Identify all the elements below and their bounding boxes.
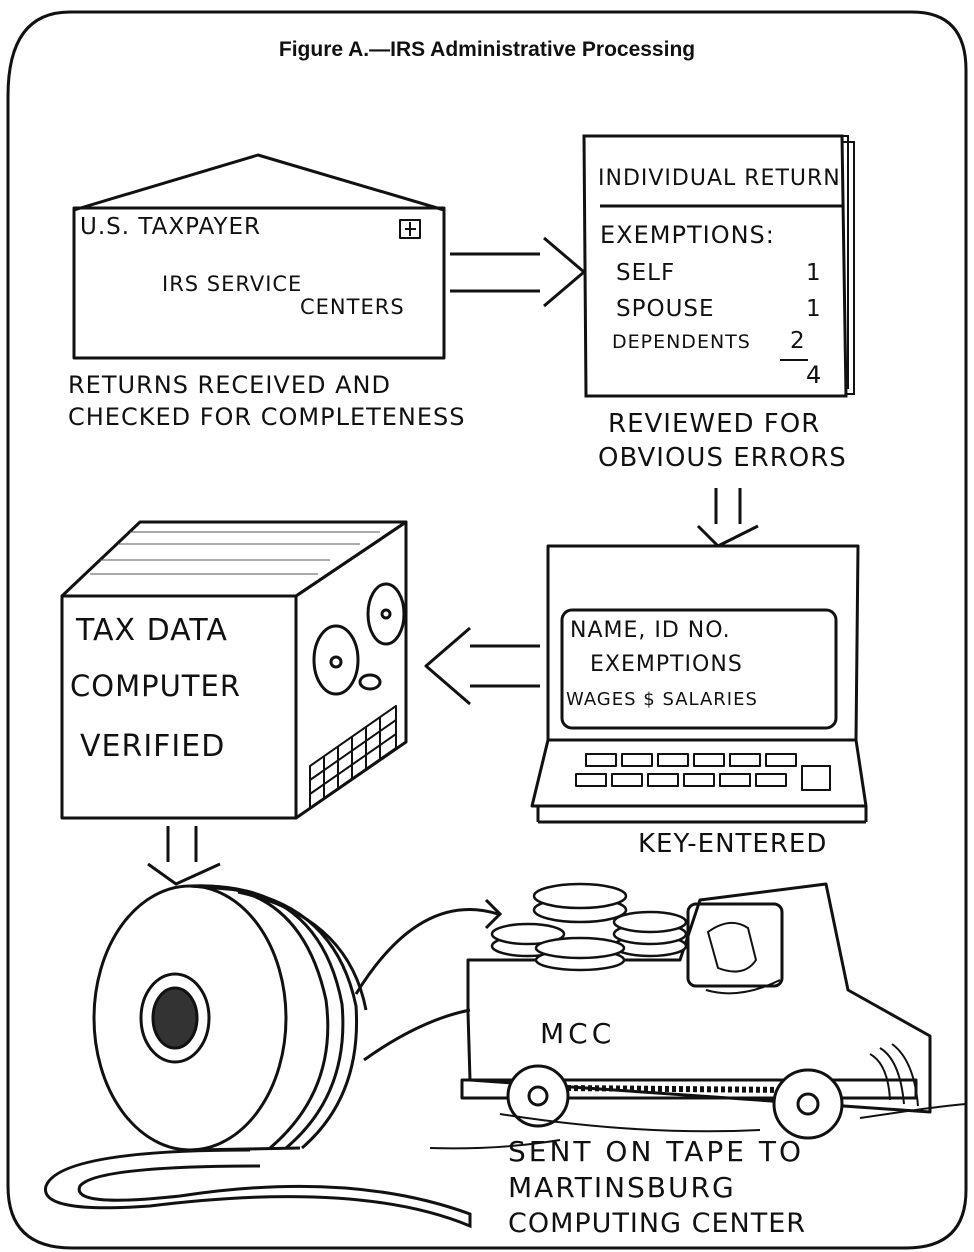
terminal-line3: WAGES $ SALARIES [566, 690, 758, 711]
truck-label: MCC [540, 1018, 615, 1050]
computer-line2: COMPUTER [70, 670, 241, 703]
caption-received-line2: CHECKED FOR COMPLETENESS [68, 404, 466, 432]
arrow-form-to-terminal [698, 488, 758, 546]
envelope-drawing [74, 155, 444, 358]
envelope-recipient-line2: CENTERS [300, 295, 405, 319]
caption-received-line1: RETURNS RECEIVED AND [68, 372, 391, 400]
envelope-recipient-line1: IRS SERVICE [162, 272, 302, 296]
return-form-total: 4 [806, 362, 822, 390]
return-form-row-label: SPOUSE [616, 296, 715, 322]
arrow-computer-to-tape [148, 826, 220, 884]
return-form-row-value: 1 [806, 296, 822, 322]
figure-title: Figure A.—IRS Administrative Processing [0, 38, 974, 62]
caption-sent-line2: MARTINSBURG [508, 1172, 736, 1204]
return-form-heading: INDIVIDUAL RETURN [598, 166, 841, 191]
envelope-sender: U.S. TAXPAYER [80, 214, 261, 240]
tape-to-truck-lines [356, 900, 500, 1060]
caption-sent-line3: COMPUTING CENTER [508, 1208, 806, 1239]
caption-reviewed-line1: REVIEWED FOR [608, 410, 820, 440]
truck-cargo-reels [492, 884, 686, 970]
return-form-section: EXEMPTIONS: [600, 222, 775, 250]
terminal-drawing [532, 546, 866, 822]
return-form-row-label: SELF [616, 260, 675, 286]
truck-drawing [430, 884, 966, 1148]
terminal-line2: EXEMPTIONS [590, 652, 743, 677]
computer-line1: TAX DATA [76, 614, 228, 649]
computer-line3: VERIFIED [80, 730, 225, 765]
terminal-line1: NAME, ID NO. [570, 618, 731, 643]
return-form-row-label: DEPENDENTS [612, 332, 751, 354]
caption-keyed: KEY-ENTERED [638, 830, 827, 860]
arrow-terminal-to-computer [426, 628, 540, 704]
return-form-row-value: 1 [806, 260, 822, 286]
arrow-envelope-to-form [450, 238, 584, 306]
tape-reel-drawing [45, 886, 470, 1226]
caption-sent-line1: SENT ON TAPE TO [508, 1136, 804, 1168]
caption-reviewed-line2: OBVIOUS ERRORS [598, 444, 847, 474]
return-form-row-value: 2 [790, 328, 806, 354]
